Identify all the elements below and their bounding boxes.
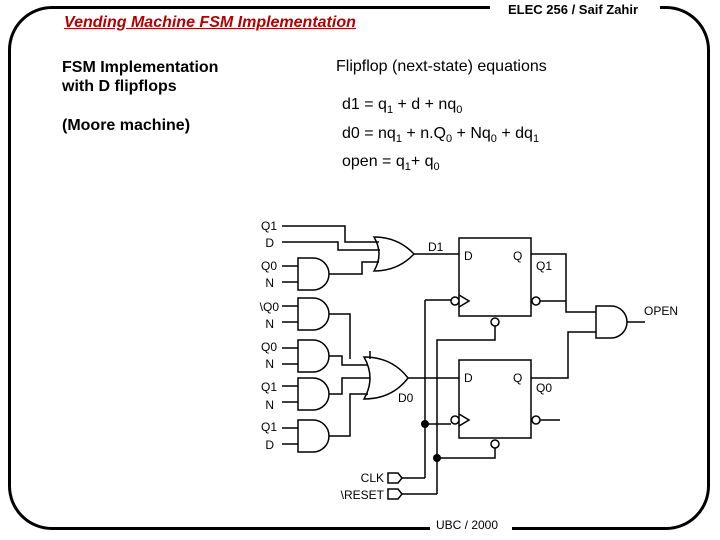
and-gate-5 xyxy=(297,419,330,453)
input-label: Q0 xyxy=(261,340,277,354)
slide-title: Vending Machine FSM Implementation xyxy=(64,14,356,31)
input-label: N xyxy=(265,357,274,371)
ff-top-q-label: Q xyxy=(513,249,522,263)
ff-bottom-d-label: D xyxy=(464,371,473,385)
input-label: Q1 xyxy=(261,219,277,233)
and-gate-open xyxy=(595,305,628,339)
input-label: D xyxy=(265,438,274,452)
input-label: Q0 xyxy=(261,259,277,273)
and-gate-1 xyxy=(297,257,330,291)
input-label: Q1 xyxy=(261,380,277,394)
equation-d0: d0 = nq1 + n.Q0 + Nq0 + dq1 xyxy=(342,125,540,146)
course-label: ELEC 256 / Saif Zahir xyxy=(508,2,639,17)
q0-output-label: Q0 xyxy=(536,381,552,395)
flipflop-q0 xyxy=(458,359,532,439)
header-backdrop xyxy=(490,0,660,22)
reset-label: \RESET xyxy=(341,488,385,502)
slide-frame xyxy=(8,6,710,530)
input-label: \Q0 xyxy=(260,300,280,314)
and-gate-3 xyxy=(297,339,330,373)
or-gate-d1 xyxy=(372,236,416,272)
equations-heading: Flipflop (next-state) equations xyxy=(336,58,547,75)
implementation-heading: FSM Implementation with D flipflops xyxy=(62,58,218,96)
heading-line-2: with D flipflops xyxy=(62,78,177,95)
flipflop-q1 xyxy=(458,237,532,317)
and-gate-2 xyxy=(297,297,330,331)
ff-top-d-label: D xyxy=(464,249,473,263)
and-gate-4 xyxy=(297,377,330,411)
footer-backdrop xyxy=(430,516,512,530)
equation-d1: d1 = q1 + d + nq0 xyxy=(342,96,463,117)
q1-output-label: Q1 xyxy=(536,259,552,273)
equation-open: open = q1+ q0 xyxy=(342,153,440,174)
heading-line-1: FSM Implementation xyxy=(62,59,219,76)
input-label: N xyxy=(265,317,274,331)
machine-type: (Moore machine) xyxy=(62,117,191,134)
d0-label: D0 xyxy=(398,391,414,405)
ff-bottom-q-label: Q xyxy=(513,371,522,385)
footer-label: UBC / 2000 xyxy=(436,518,499,532)
input-label: Q1 xyxy=(261,420,277,434)
open-output-label: OPEN xyxy=(644,304,678,318)
input-label: D xyxy=(265,236,274,250)
clk-label: CLK xyxy=(361,471,384,485)
input-label: N xyxy=(265,276,274,290)
input-label: N xyxy=(265,398,274,412)
d1-label: D1 xyxy=(428,240,444,254)
